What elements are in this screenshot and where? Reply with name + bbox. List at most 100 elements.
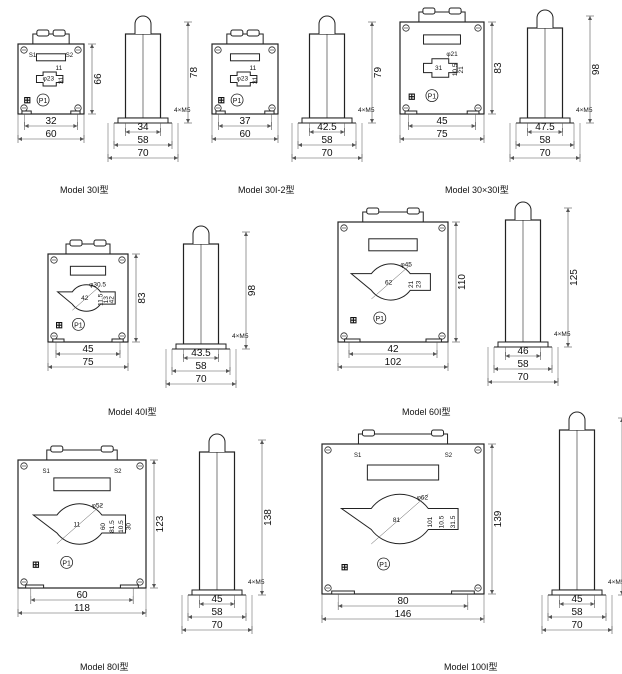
dim-label: 45 (571, 594, 583, 605)
dim-width-outer: 102 (337, 342, 449, 371)
model-caption: Model 30I-2型 (238, 185, 295, 195)
dim-label: 58 (137, 135, 149, 146)
dim-label: 58 (321, 135, 333, 146)
dim-label: 75 (436, 129, 448, 140)
diameter-line (56, 504, 103, 544)
mount-foot (119, 584, 139, 589)
dim-height: 83 (132, 253, 148, 343)
dim-width-inner: 45 (55, 342, 121, 358)
hole-dimension-label: 30 (126, 523, 133, 531)
hole-dimension-label: 31 (435, 65, 443, 72)
screw-spec-label: 4×M5 (174, 107, 191, 114)
dim-side-inner: 43.5 (183, 348, 219, 362)
bracket-tab (100, 445, 114, 453)
hole-dimension-label: 62 (385, 279, 393, 286)
hole-dimension-label: 31 (58, 76, 65, 84)
p1-marker (230, 93, 244, 107)
p1-label: P1 (233, 98, 242, 105)
model-caption: Model 30I型 (60, 185, 109, 195)
hole-dimension-label: 11 (74, 522, 81, 529)
side-view-m30x30: 4×M5 (516, 9, 593, 124)
dim-width-inner: 32 (24, 114, 78, 130)
dim-label: 43.5 (191, 348, 211, 359)
dim-side-mid: 58 (547, 595, 607, 621)
hole-dimension-label: 21 (408, 280, 415, 288)
p1-marker (72, 317, 85, 331)
mount-foot (21, 110, 32, 115)
dim-arrow (505, 354, 541, 358)
hole-dimension-label: φ23 (237, 75, 249, 82)
dim-label: 98 (247, 285, 258, 297)
p1-label: P1 (39, 98, 48, 105)
dim-height: 123 (150, 459, 166, 589)
bracket-tab (69, 239, 83, 247)
p1-marker (425, 89, 439, 102)
dim-side-inner: 45 (559, 594, 595, 608)
mount-loop (568, 411, 586, 430)
dim-label: 58 (539, 135, 551, 146)
bracket-tab (448, 7, 462, 15)
dim-width-inner: 45 (408, 114, 476, 130)
dim-arrow (559, 602, 595, 606)
primary-hole (229, 71, 258, 87)
mount-foot (451, 590, 475, 595)
screw-spec-label: 4×M5 (358, 107, 375, 114)
mount-loop (514, 201, 532, 220)
certification-mark-icon: ⊞ (408, 91, 416, 101)
bracket-tab (406, 207, 420, 215)
dim-label: 98 (591, 64, 602, 76)
dim-side-height: 78 (184, 21, 200, 124)
hole-dimension-label: 11 (250, 65, 257, 72)
mount-foot (466, 110, 480, 115)
dim-side-inner: 42.5 (309, 122, 345, 136)
dim-side-mid: 58 (113, 123, 173, 149)
p1-marker (60, 556, 74, 569)
dim-label: 102 (385, 357, 402, 368)
p1-label: P1 (74, 322, 83, 329)
dim-arrow (199, 602, 235, 606)
dim-label: 58 (211, 607, 223, 618)
dim-arrow (527, 130, 563, 134)
screw-spec-label: 4×M5 (248, 579, 265, 586)
terminal-label: S1 (354, 453, 362, 459)
dim-label: 125 (569, 269, 580, 286)
hole-dimension-label: 31.5 (450, 515, 457, 528)
primary-hole (35, 71, 64, 87)
dim-width-inner: 37 (218, 114, 272, 130)
mount-loop (536, 9, 554, 28)
hole-dimension-label: 42 (81, 295, 89, 302)
model-caption: Model 30×30I型 (445, 185, 509, 195)
model-caption: Model 40I型 (108, 407, 157, 417)
p1-marker (373, 311, 387, 325)
hole-dimension-label: 11 (56, 65, 63, 72)
dim-width-outer: 75 (399, 114, 485, 143)
dim-label: 110 (457, 274, 468, 290)
mount-loop (318, 15, 336, 34)
side-view-m30: 4×M5 (114, 15, 191, 124)
dim-width-outer: 118 (17, 588, 147, 617)
model-caption: Model 80I型 (80, 662, 129, 672)
dim-label: 70 (321, 148, 333, 159)
dim-width-outer: 75 (47, 342, 129, 371)
dim-side-height: 98 (242, 231, 258, 350)
dim-arrow (309, 130, 345, 134)
dim-label: 146 (395, 609, 412, 620)
hole-dimension-label: φ52 (92, 502, 104, 509)
hole-dimension-label: 13 (103, 296, 110, 304)
dim-label: 70 (517, 372, 529, 383)
dim-label: 60 (239, 129, 251, 140)
dim-width-outer: 60 (17, 114, 85, 143)
dim-side-mid: 58 (493, 347, 553, 373)
hole-dimension-label: 101 (427, 516, 434, 527)
side-view-m40: 4×M5 (172, 225, 249, 350)
name-plate (53, 477, 111, 492)
name-plate (229, 53, 261, 62)
dim-label: 45 (211, 594, 223, 605)
name-plate (423, 34, 461, 45)
hole-dimension-label: 10.5 (452, 63, 459, 76)
p1-label: P1 (376, 316, 385, 323)
dim-side-outer: 70 (291, 123, 363, 162)
